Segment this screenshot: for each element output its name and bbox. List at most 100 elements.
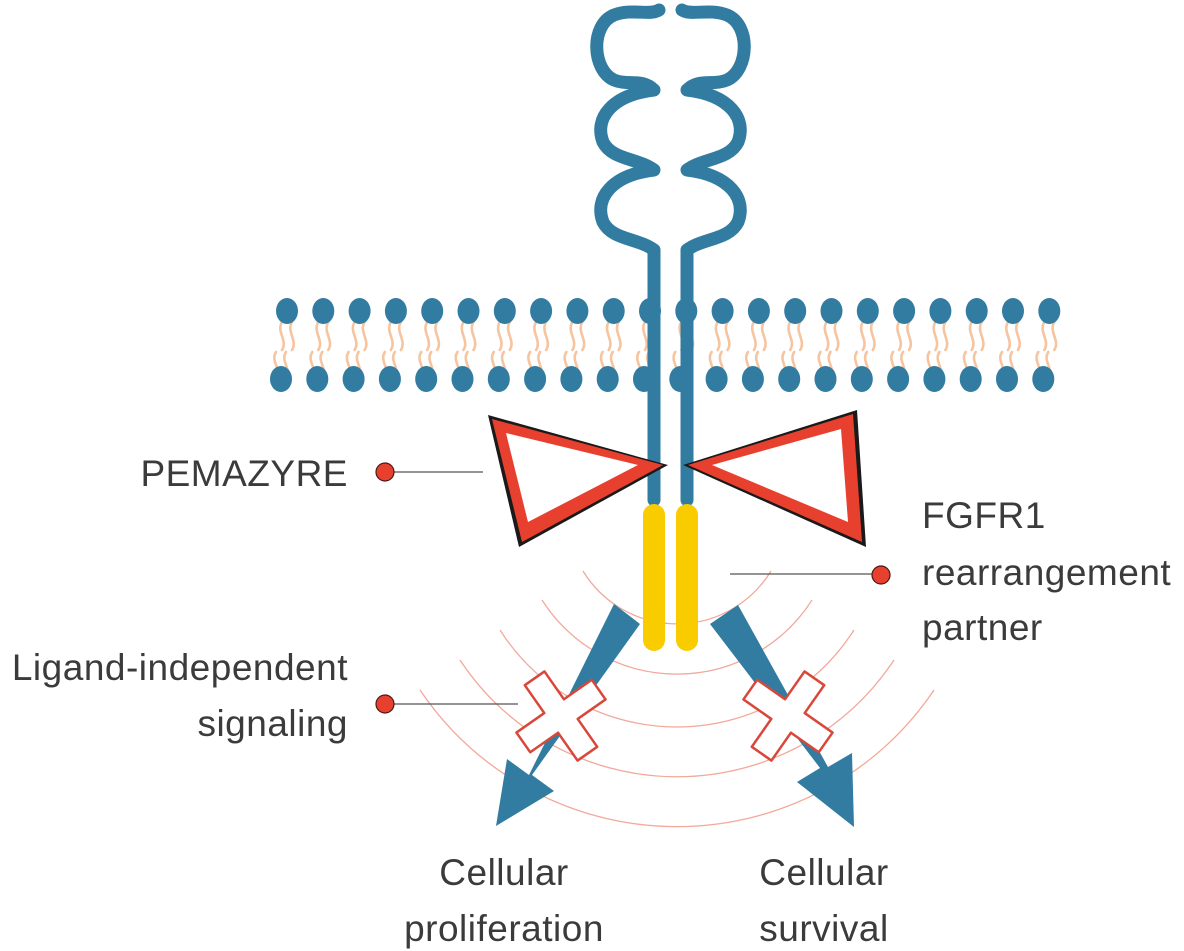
lipid-head <box>560 366 583 392</box>
lipid-head <box>566 298 589 324</box>
lipid-head <box>820 298 843 324</box>
lipid-tail <box>760 320 767 352</box>
lipid-head <box>493 298 516 324</box>
lipid-tail <box>869 320 876 352</box>
lipid-head <box>929 298 952 324</box>
lipid-tail <box>750 320 757 352</box>
lipid-tail <box>424 320 431 352</box>
survival-block-cross <box>742 670 834 762</box>
signaling-label-line-1: Ligand-independent <box>12 647 348 688</box>
lipid-head <box>1032 366 1055 392</box>
fgfr1-receptor <box>590 3 751 507</box>
lipid-head <box>530 298 553 324</box>
lipid-head <box>887 366 910 392</box>
lipid-tail <box>605 320 612 352</box>
proliferation-block-cross <box>515 670 607 762</box>
lipid-tail <box>1005 320 1011 352</box>
inhibitor-right-triangle-hole <box>712 429 848 522</box>
partner-label-line-3: partner <box>922 607 1043 648</box>
lipid-head <box>711 298 734 324</box>
lipid-head <box>850 366 873 392</box>
lipid-tail <box>724 320 731 352</box>
lipid-tail <box>289 320 295 352</box>
lipid-tail <box>787 320 794 352</box>
lipid-tail <box>968 320 975 352</box>
receptor-left-chain <box>590 3 666 507</box>
callout-dot-icon <box>375 462 395 482</box>
lipid-head <box>421 298 444 324</box>
lipid-head <box>778 366 801 392</box>
signal-arc <box>419 689 935 828</box>
callout-dot-icon <box>375 694 395 714</box>
lipid-head <box>487 366 510 392</box>
lipid-head <box>893 298 916 324</box>
lipid-head <box>415 366 438 392</box>
bowtie-inhibitor-icon <box>488 410 866 547</box>
lipid-tail <box>1015 320 1021 352</box>
lipid-head <box>270 366 292 392</box>
lipid-head <box>959 366 982 392</box>
lipid-head <box>856 298 879 324</box>
lipid-tail <box>1051 320 1058 352</box>
lipid-tail <box>896 320 903 352</box>
cross-block-icon <box>515 670 834 762</box>
lipid-tail <box>470 320 477 352</box>
lipid-tail <box>714 320 721 352</box>
lipid-tail <box>397 320 404 352</box>
lipid-tail <box>569 320 576 352</box>
lipid-head <box>306 366 329 392</box>
lipid-head <box>965 298 988 324</box>
lipid-head <box>747 298 770 324</box>
lipid-head <box>524 366 547 392</box>
partner-label-line-2: rearrangement <box>922 552 1171 593</box>
lipid-head <box>457 298 480 324</box>
lipid-head <box>276 298 298 324</box>
lipid-tail <box>615 320 622 352</box>
survival-label-line-1: Cellular <box>759 852 888 893</box>
lipid-tail <box>797 320 804 352</box>
proliferation-label-line-2: proliferation <box>404 908 604 949</box>
lipid-tail <box>642 320 648 352</box>
lipid-head <box>348 298 371 324</box>
lipid-tail <box>496 320 503 352</box>
lipid-head <box>451 366 474 392</box>
lipid-tail <box>942 320 949 352</box>
lipid-head <box>602 298 625 324</box>
lipid-tail <box>351 320 358 352</box>
partner-label-line-1: FGFR1 <box>922 495 1046 536</box>
survival-label-line-2: survival <box>759 908 888 949</box>
lipid-tail <box>361 320 368 352</box>
lipid-tail <box>859 320 866 352</box>
lipid-tail <box>906 320 913 352</box>
lipid-tail <box>978 320 985 352</box>
signal-arc <box>459 659 895 778</box>
lipid-tail <box>279 320 285 352</box>
cross-shape <box>742 670 834 762</box>
lipid-tail <box>387 320 394 352</box>
drug-label: PEMAZYRE <box>140 453 348 494</box>
fusion-partner <box>643 504 698 651</box>
lipid-head <box>342 366 365 392</box>
lipid-tail <box>533 320 540 352</box>
lipid-tail <box>932 320 939 352</box>
lipid-head <box>1002 298 1024 324</box>
lipid-tail <box>460 320 467 352</box>
callouts <box>375 462 891 714</box>
lipid-tail <box>579 320 586 352</box>
lipid-tail <box>434 320 441 352</box>
lipid-head <box>312 298 335 324</box>
lipid-tail <box>325 320 332 352</box>
labels: PEMAZYRE FGFR1 rearrangement partner Lig… <box>12 453 1171 949</box>
signaling-label-line-2: signaling <box>197 703 348 744</box>
lipid-head <box>384 298 407 324</box>
lipid-head <box>1038 298 1061 324</box>
lipid-head <box>378 366 401 392</box>
lipid-tail <box>823 320 830 352</box>
receptor-right-chain <box>675 3 751 507</box>
inhibitor-left-triangle-hole <box>506 433 638 522</box>
membrane-lipid-heads <box>270 298 1061 392</box>
membrane-lipid-tails <box>273 320 1058 380</box>
callout-dot-icon <box>871 565 891 585</box>
lipid-head <box>596 366 619 392</box>
lipid-head <box>923 366 946 392</box>
